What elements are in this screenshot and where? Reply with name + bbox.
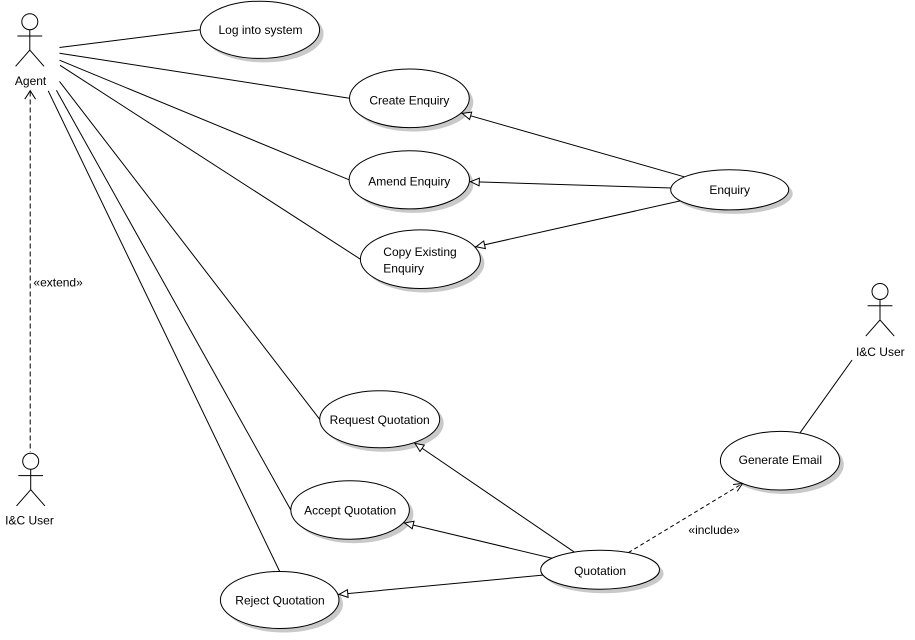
svg-text:Enquiry: Enquiry xyxy=(383,261,424,275)
svg-text:Copy Existing: Copy Existing xyxy=(383,245,456,259)
svg-text:Generate Email: Generate Email xyxy=(739,453,822,467)
svg-text:Quotation: Quotation xyxy=(574,564,626,578)
svg-text:I&C User: I&C User xyxy=(5,514,54,528)
svg-text:I&C User: I&C User xyxy=(856,345,905,359)
svg-text:Create Enquiry: Create Enquiry xyxy=(369,93,449,107)
svg-text:Log into system: Log into system xyxy=(218,23,302,37)
svg-text:Agent: Agent xyxy=(15,74,47,88)
svg-text:Enquiry: Enquiry xyxy=(709,183,750,197)
svg-text:Amend Enquiry: Amend Enquiry xyxy=(368,175,450,189)
svg-text:«include»: «include» xyxy=(688,523,740,537)
svg-text:«extend»: «extend» xyxy=(33,276,83,290)
svg-text:Accept Quotation: Accept Quotation xyxy=(304,503,396,517)
svg-text:Reject Quotation: Reject Quotation xyxy=(235,593,324,607)
svg-text:Request Quotation: Request Quotation xyxy=(330,413,430,427)
